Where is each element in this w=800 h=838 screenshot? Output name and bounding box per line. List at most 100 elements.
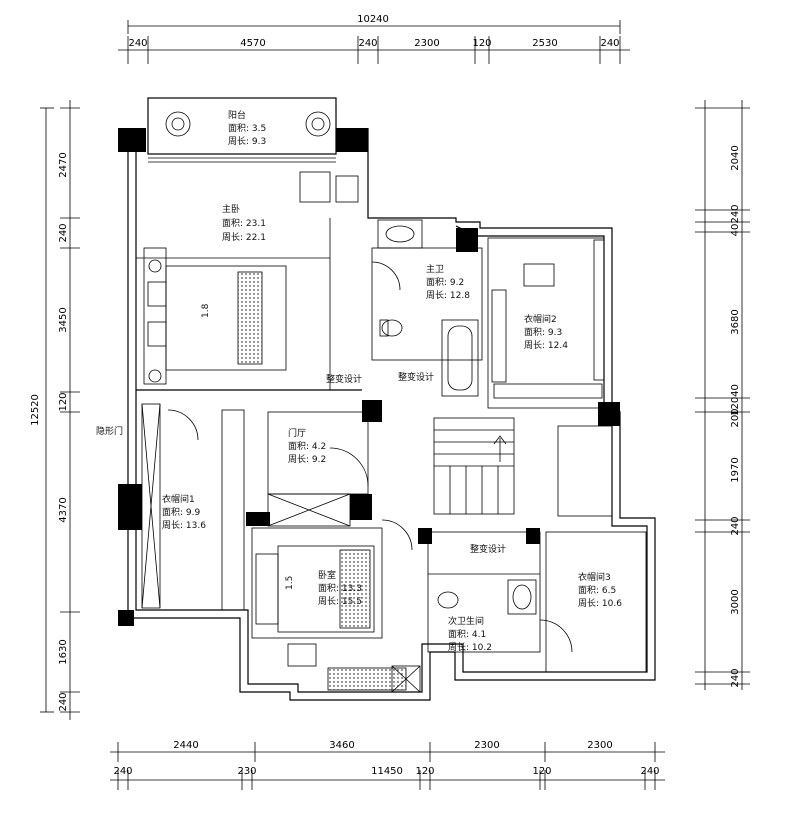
guest-bath: 整变设计 次卫生间 面积: 4.1 周长: 10.2: [427, 531, 573, 653]
bottom2-dim-2: 11450: [371, 766, 403, 777]
bottom-dimension-line: 2440 3460 2300 2300 240 230 11450 120 12…: [110, 740, 665, 790]
stool-icon: [523, 263, 555, 287]
toilet-icon: [381, 319, 403, 337]
right-dim-9: 240: [730, 668, 741, 687]
left-dim-1: 240: [58, 223, 69, 242]
headboard: [255, 553, 279, 625]
master-bath-perimeter: 周长: 12.8: [426, 289, 470, 301]
right-dim-1: 240: [730, 204, 741, 223]
top-total-dim: 10240: [357, 14, 389, 25]
top-dim-2: 240: [358, 38, 377, 49]
desk-icon: [327, 667, 407, 691]
bed-size-label-2: 1.5: [285, 576, 295, 590]
sink-icon: [507, 579, 537, 615]
master-bath-area: 面积: 9.2: [426, 276, 464, 288]
door-swing: [329, 447, 369, 487]
bed-icon: [165, 265, 287, 371]
balcony-perimeter: 周长: 9.3: [228, 135, 266, 147]
exterior-walls: [127, 97, 656, 701]
plant-icon: [165, 111, 191, 137]
bed-size-label: 1.8: [201, 303, 211, 318]
cloakroom-2-perimeter: 周长: 12.4: [524, 339, 568, 351]
top-dim-5: 2530: [532, 38, 557, 49]
master-bedroom-perimeter: 周长: 22.1: [222, 231, 266, 243]
top-dim-3: 2300: [414, 38, 439, 49]
cloakroom-3-perimeter: 周长: 10.6: [578, 597, 622, 609]
cloakroom-1-name: 衣帽间1: [162, 493, 195, 505]
right-dimension-line: 2040 240 40 3680 12040 200 1970 240 3000…: [695, 100, 750, 690]
bedroom-2-name: 卧室: [318, 569, 336, 581]
nightstand-lamp-icon: [148, 259, 162, 273]
left-dim-4: 4370: [58, 497, 69, 522]
bed-bench-icon: [237, 271, 263, 365]
right-dim-7: 240: [730, 516, 741, 535]
right-dim-4: 12040: [730, 384, 741, 416]
cloakroom-1: 衣帽间1 面积: 9.9 周长: 13.6 隐形门: [96, 403, 245, 611]
guest-bath-name: 次卫生间: [448, 615, 484, 627]
left-total-dim: 12520: [30, 394, 41, 426]
top-dim-6: 240: [600, 38, 619, 49]
top-dim-4: 120: [472, 38, 491, 49]
headboard: [143, 247, 167, 385]
left-dim-5: 1630: [58, 639, 69, 664]
guest-bath-area: 面积: 4.1: [448, 628, 486, 640]
cloakroom-1-perimeter: 周长: 13.6: [162, 519, 206, 531]
bottom2-dim-3: 120: [415, 766, 434, 777]
door-swing: [371, 261, 401, 291]
cloakroom-2-name: 衣帽间2: [524, 313, 557, 325]
master-bedroom-area: 面积: 23.1: [222, 217, 266, 229]
balcony-name: 阳台: [228, 109, 246, 121]
balcony: 阳台 面积: 3.5 周长: 9.3: [148, 109, 336, 163]
entry-hall-perimeter: 周长: 9.2: [288, 453, 326, 465]
cabinet-icon: [267, 493, 351, 527]
door-swing: [539, 619, 573, 653]
left-dimension-line: 12520 2470 240 3450 120 4370 1630 240: [30, 100, 80, 720]
bottom2-dim-1: 230: [237, 766, 256, 777]
master-bedroom: 主卧 面积: 23.1 周长: 22.1 1.8 整变设计: [136, 171, 362, 391]
chair-icon: [287, 643, 317, 667]
bottom-dim-2: 2300: [474, 740, 499, 751]
bottom2-dim-4: 120: [532, 766, 551, 777]
left-dim-3: 120: [58, 392, 69, 411]
hidden-door-label: 隐形门: [96, 425, 123, 437]
master-bath: 主卫 面积: 9.2 周长: 12.8 整变设计: [371, 219, 483, 397]
cloakroom-3-name: 衣帽间3: [578, 571, 611, 583]
cloakroom-3: 衣帽间3 面积: 6.5 周长: 10.6: [545, 531, 647, 673]
toilet-icon: [437, 591, 459, 609]
sink-icon: [377, 219, 423, 249]
bedroom-2-perimeter: 周长: 15.5: [318, 595, 362, 607]
armchair-icon: [299, 171, 331, 203]
cloakroom-2-area: 面积: 9.3: [524, 326, 562, 338]
left-dim-2: 3450: [58, 307, 69, 332]
bottom-dim-1: 3460: [329, 740, 354, 751]
bedroom-2-area: 面积: 13.3: [318, 582, 362, 594]
bottom-dim-0: 2440: [173, 740, 198, 751]
top-dimension-line: 10240 240 4570 240 2300 120 2530 240: [118, 14, 630, 64]
design-tag-1: 整变设计: [326, 373, 362, 385]
design-tag-3: 整变设计: [470, 543, 506, 555]
top-dim-1: 4570: [240, 38, 265, 49]
bedroom-2: 1.5 卧室 面积: 13.3 周长: 15.5: [251, 519, 421, 693]
right-dim-0: 2040: [730, 145, 741, 170]
bed-icon: [277, 545, 375, 633]
bed-bench-icon: [339, 549, 371, 629]
balcony-area: 面积: 3.5: [228, 122, 266, 134]
cloakroom-3-area: 面积: 6.5: [578, 584, 616, 596]
left-dim-6: 240: [58, 692, 69, 711]
design-tag-2: 整变设计: [398, 371, 434, 383]
master-bath-name: 主卫: [426, 263, 444, 275]
arrow-up-icon: [493, 435, 507, 445]
right-dim-8: 3000: [730, 589, 741, 614]
nightstand-lamp-icon: [148, 369, 162, 383]
right-dim-3: 3680: [730, 309, 741, 334]
entry-hall: 门厅 面积: 4.2 周长: 9.2: [267, 411, 369, 527]
bathtub-icon: [441, 319, 479, 397]
bottom-dim-3: 2300: [587, 740, 612, 751]
cloakroom-1-area: 面积: 9.9: [162, 506, 200, 518]
side-table-icon: [335, 175, 359, 203]
staircase: [433, 417, 613, 517]
door-swing: [167, 409, 199, 441]
master-bedroom-name: 主卧: [222, 203, 240, 215]
entry-hall-area: 面积: 4.2: [288, 440, 326, 452]
